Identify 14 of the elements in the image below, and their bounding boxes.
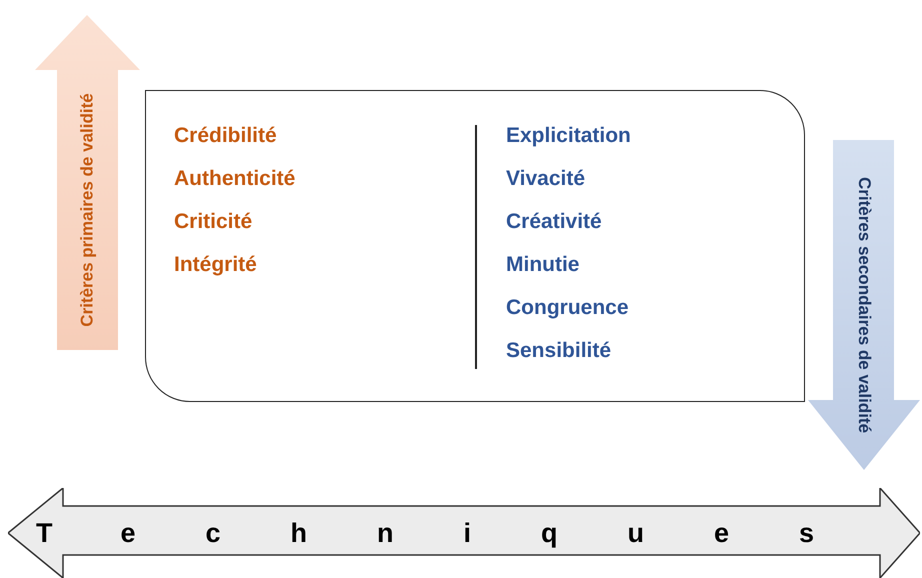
arrow-label: Techniques: [36, 517, 884, 550]
criterion-text: Authenticité: [174, 166, 296, 192]
criterion-text: Vivacité: [506, 166, 586, 192]
criterion-text: Congruence: [506, 295, 630, 321]
rounded-box: [145, 90, 805, 402]
criterion-text: Crédibilité: [174, 123, 278, 149]
criterion-text: Criticité: [174, 209, 254, 235]
criterion-text: Explicitation: [506, 123, 631, 149]
arrow-label: Critères primaires de validité: [76, 93, 98, 327]
arrow-label: Critères secondaires de validité: [854, 176, 875, 434]
criterion-text: Minutie: [506, 252, 580, 278]
criterion-text: Intégrité: [174, 252, 258, 278]
criterion-text: Créativité: [506, 209, 603, 235]
criterion-text: Sensibilité: [506, 338, 612, 364]
